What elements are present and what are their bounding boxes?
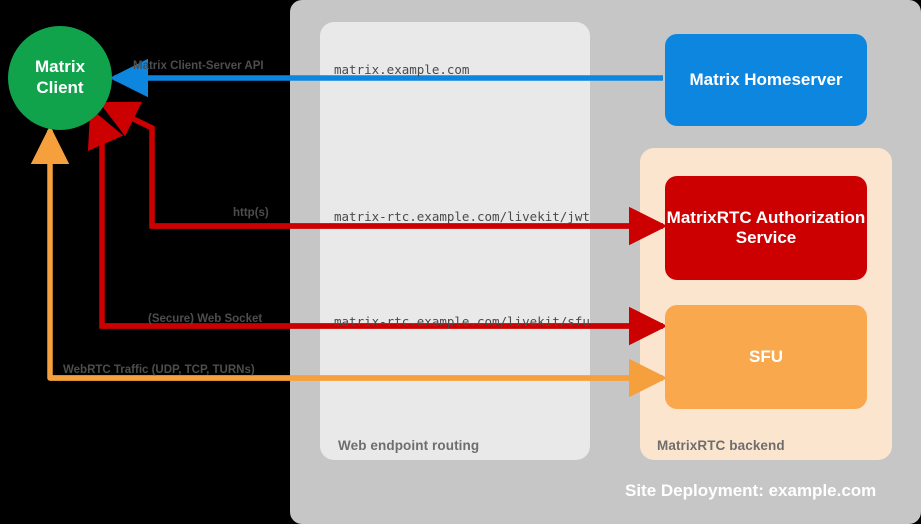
node-sfu[interactable]: SFU (665, 305, 867, 409)
node-matrix-homeserver-label: Matrix Homeserver (689, 69, 843, 89)
web-endpoint-routing-panel (320, 22, 590, 460)
endpoint-label-livekit-jwt: matrix-rtc.example.com/livekit/jwt (334, 209, 590, 224)
node-matrixrtc-authorization-service[interactable]: MatrixRTC Authorization Service (665, 176, 867, 280)
node-matrix-homeserver[interactable]: Matrix Homeserver (665, 34, 867, 126)
node-matrix-client[interactable]: Matrix Client (8, 26, 112, 130)
caption-matrixrtc-backend: MatrixRTC backend (657, 438, 785, 453)
edge-label-http: http(s) (233, 207, 269, 219)
caption-site-deployment: Site Deployment: example.com (625, 481, 877, 500)
edge-label-webrtc-traffic: WebRTC Traffic (UDP, TCP, TURNs) (63, 364, 255, 376)
node-matrixrtc-authorization-service-label: MatrixRTC Authorization Service (666, 207, 866, 247)
endpoint-label-livekit-sfu: matrix-rtc.example.com/livekit/sfu (334, 314, 590, 329)
node-sfu-label: SFU (749, 346, 783, 366)
node-matrix-client-line2: Client (36, 78, 84, 97)
endpoint-label-matrix-example-com: matrix.example.com (334, 62, 470, 77)
node-matrix-client-line1: Matrix (34, 57, 86, 77)
edge-label-matrix-client-server-api: Matrix Client-Server API (133, 60, 264, 72)
caption-web-endpoint-routing: Web endpoint routing (338, 438, 480, 453)
edge-label-websocket: (Secure) Web Socket (148, 313, 263, 325)
